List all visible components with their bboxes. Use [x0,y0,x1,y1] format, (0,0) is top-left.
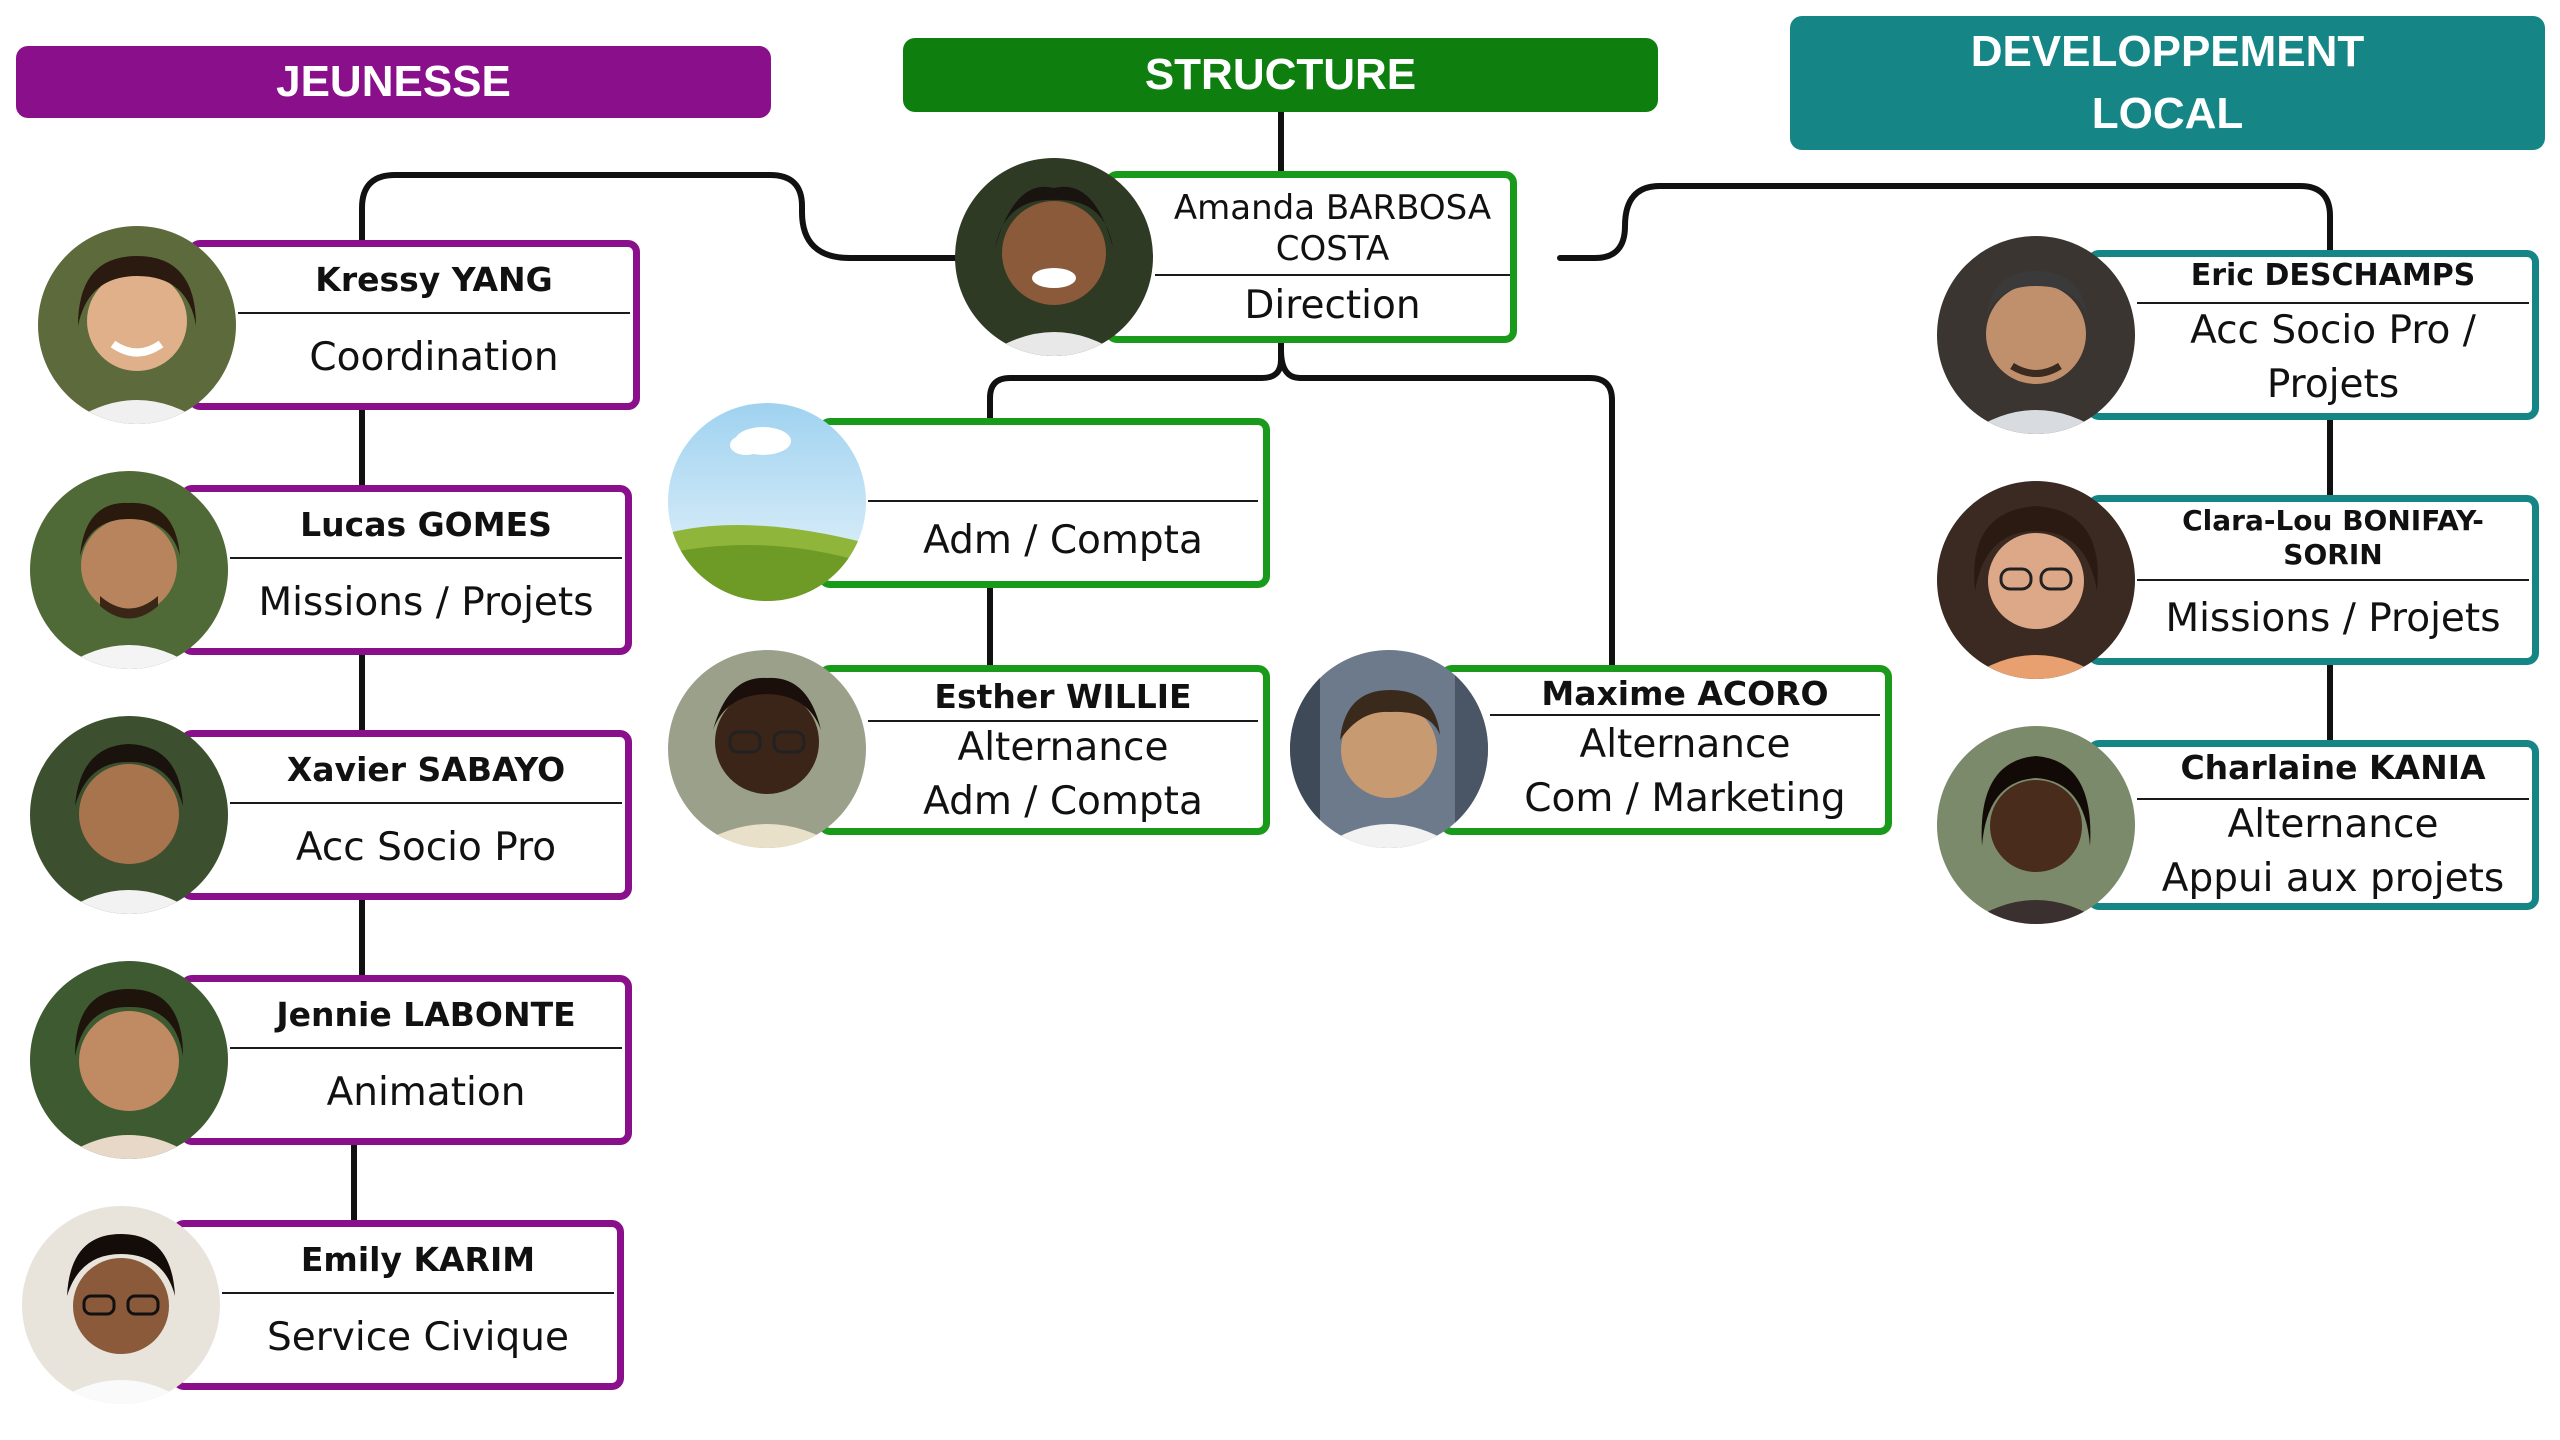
person-role: Direction [1244,283,1421,328]
person-name: Kressy YANG [315,260,553,300]
banner-structure: STRUCTURE [903,38,1658,112]
person-name [868,427,1258,499]
card-divider [2137,798,2529,800]
card-eric: Eric DESCHAMPS Acc Socio Pro / Projets [1937,236,2542,436]
person-role-line2: Projets [2266,362,2400,407]
person-name: Maxime ACORO [1541,674,1829,714]
card-lucas: Lucas GOMES Missions / Projets [30,471,635,671]
avatar-placeholder-image [668,403,866,601]
avatar-emily [22,1206,220,1404]
person-name-line1: Amanda BARBOSA [1173,188,1492,229]
card-divider [1490,714,1880,716]
banner-structure-label: STRUCTURE [1144,50,1417,99]
banner-developpement-line1: DEVELOPPEMENT [1970,27,2365,76]
avatar-xavier [30,716,228,914]
person-role-line1: Alternance [1579,722,1791,767]
card-clara-lou: Clara-Lou BONIFAY- SORIN Missions / Proj… [1937,481,2542,681]
card-divider [238,312,630,314]
person-name: Emily KARIM [300,1240,536,1280]
banner-developpement-local: DEVELOPPEMENT LOCAL [1790,16,2545,150]
person-role: Coordination [309,335,559,380]
card-divider [2137,579,2529,581]
connector-director-jeunesse [359,172,965,261]
person-name-line1: Clara-Lou BONIFAY- [2182,504,2484,538]
avatar-kressy [38,226,236,424]
avatar-esther [668,650,866,848]
card-charlaine: Charlaine KANIA Alternance Appui aux pro… [1937,726,2542,926]
person-role: Alternance Adm / Compta [868,722,1258,828]
banner-developpement-line2: LOCAL [2091,89,2244,138]
banner-jeunesse: JEUNESSE [16,46,771,118]
person-name: Esther WILLIE [934,677,1192,717]
person-role-line1: Acc Socio Pro / [2190,308,2476,353]
person-role: Animation [326,1070,526,1115]
connector-director-team [987,337,1284,423]
card-divider [230,557,622,559]
card-divider [230,1047,622,1049]
person-name: Charlaine KANIA [2180,748,2486,788]
connector-director-maxime [1278,347,1615,671]
person-role: Alternance Com / Marketing [1490,716,1880,828]
person-name: Amanda BARBOSA COSTA [1155,180,1510,278]
card-kressy: Kressy YANG Coordination [38,226,643,426]
avatar-eric [1937,236,2135,434]
connector-director-developpement [1557,183,2333,261]
person-role: Missions / Projets [258,580,594,625]
person-name: Eric DESCHAMPS [2190,258,2476,293]
person-role-line1: Alternance [2227,802,2439,847]
person-role: Alternance Appui aux projets [2137,800,2529,904]
card-xavier: Xavier SABAYO Acc Socio Pro [30,716,635,916]
card-adm-compta-vacant: Adm / Compta [668,403,1273,603]
person-name-line2: SORIN [2283,538,2383,571]
person-role-line1: Alternance [957,725,1169,770]
person-role-line2: Appui aux projets [2161,856,2505,901]
card-maxime: Maxime ACORO Alternance Com / Marketing [1290,650,1895,850]
person-name: Clara-Lou BONIFAY- SORIN [2137,499,2529,577]
person-name: Lucas GOMES [300,505,552,545]
avatar-charlaine [1937,726,2135,924]
card-emily: Emily KARIM Service Civique [22,1206,627,1406]
avatar-maxime [1290,650,1488,848]
card-jennie: Jennie LABONTE Animation [30,961,635,1161]
person-name-line2: COSTA [1275,229,1390,269]
card-divider [2137,302,2529,304]
avatar-jennie [30,961,228,1159]
person-role: Acc Socio Pro [295,825,557,870]
banner-jeunesse-label: JEUNESSE [276,57,511,106]
person-role: Missions / Projets [2165,596,2501,641]
card-divider [868,500,1258,502]
avatar-clara-lou [1937,481,2135,679]
person-name: Jennie LABONTE [276,995,576,1035]
avatar-amanda [955,158,1153,356]
card-esther: Esther WILLIE Alternance Adm / Compta [668,650,1273,850]
card-divider [230,802,622,804]
card-divider [222,1292,614,1294]
person-role: Service Civique [267,1315,569,1360]
person-role: Adm / Compta [923,518,1203,563]
card-divider [1155,274,1510,276]
person-role-line2: Com / Marketing [1524,776,1846,821]
person-role-line2: Adm / Compta [923,779,1203,824]
person-name: Xavier SABAYO [286,750,566,790]
card-divider [868,720,1258,722]
card-amanda: Amanda BARBOSA COSTA Direction [955,158,1560,358]
person-role: Acc Socio Pro / Projets [2137,304,2529,412]
avatar-lucas [30,471,228,669]
